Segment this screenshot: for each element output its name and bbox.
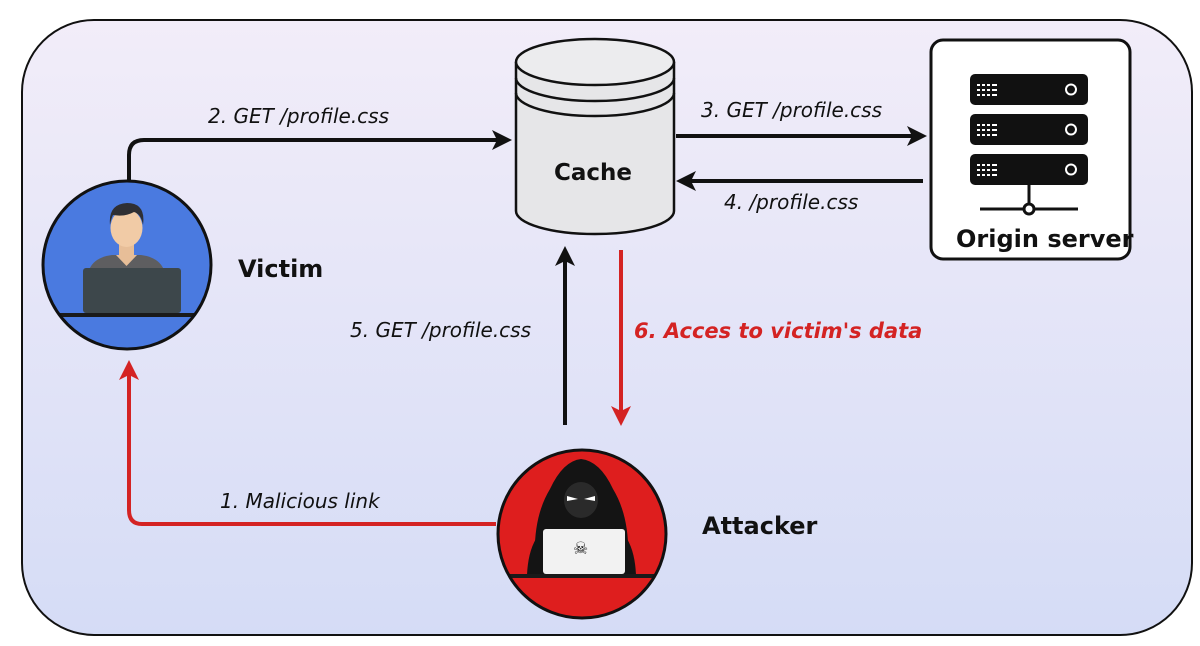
attacker-label: Attacker (702, 512, 818, 540)
label-step2: 2. GET /profile.css (208, 104, 390, 128)
arrow-step2 (127, 130, 512, 182)
hooded-hacker-icon (496, 448, 668, 620)
cache-label: Cache (554, 160, 633, 186)
user-at-laptop-icon (41, 179, 213, 351)
server-rack-icon (970, 74, 1088, 216)
label-step4: 4. /profile.css (724, 190, 859, 214)
label-step6: 6. Acces to victim's data (634, 319, 923, 343)
arrow-step1 (119, 360, 496, 526)
database-cylinder-icon (514, 37, 676, 236)
label-step5: 5. GET /profile.css (350, 318, 532, 342)
background-panel (21, 19, 1193, 636)
skull-crossbones-icon: ☠ (573, 539, 589, 559)
label-step1: 1. Malicious link (220, 489, 380, 513)
victim-label: Victim (238, 255, 324, 283)
origin-server-label: Origin server (956, 225, 1134, 253)
label-step3: 3. GET /profile.css (701, 98, 883, 122)
